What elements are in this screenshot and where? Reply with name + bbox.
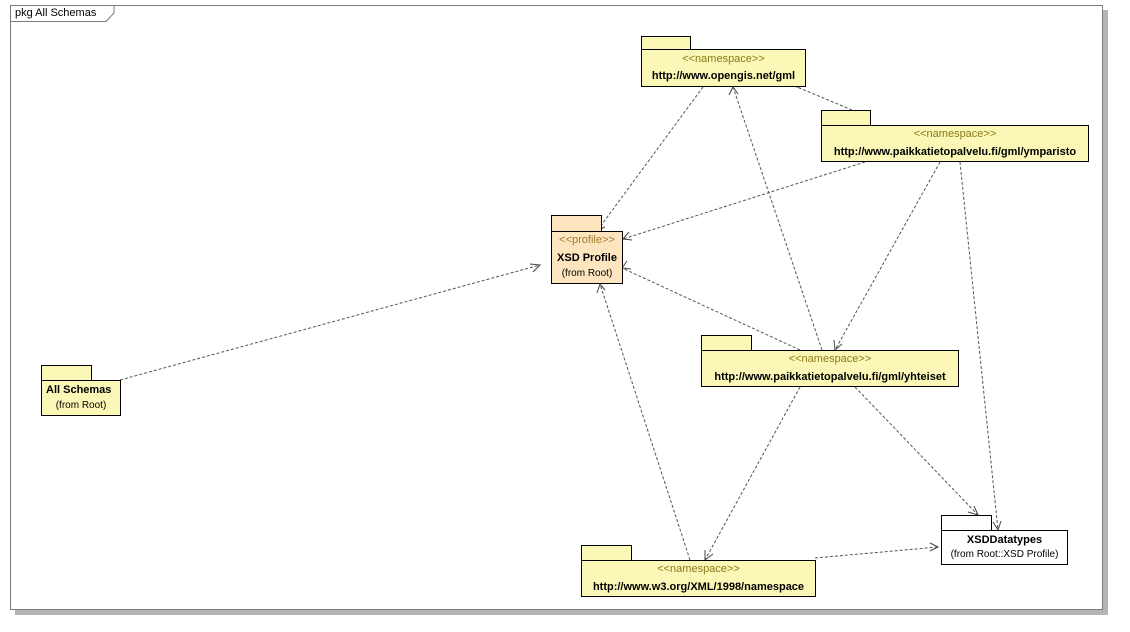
package-w3-namespace[interactable]: <<namespace>> http://www.w3.org/XML/1998…	[581, 560, 816, 597]
package-tab	[641, 36, 691, 50]
package-tab	[941, 515, 992, 531]
package-tab	[41, 365, 92, 381]
dep-w3-profile	[599, 283, 691, 561]
package-yhteiset[interactable]: <<namespace>> http://www.paikkatietopalv…	[701, 350, 959, 387]
package-name: All Schemas	[46, 384, 112, 396]
package-origin: (from Root::XSD Profile)	[950, 549, 1059, 560]
package-ymparisto[interactable]: <<namespace>> http://www.paikkatietopalv…	[821, 125, 1089, 162]
stereotype-label: <<namespace>>	[913, 128, 997, 140]
package-name: http://www.w3.org/XML/1998/namespace	[592, 581, 805, 593]
dep-w3-datatypes	[814, 546, 939, 559]
dep-yhteiset-profile	[621, 267, 801, 351]
package-all-schemas[interactable]: All Schemas (from Root)	[41, 380, 121, 416]
package-xsd-profile[interactable]: <<profile>> XSD Profile (from Root)	[551, 231, 623, 284]
package-tab	[821, 110, 871, 126]
dep-allschemas-profile	[119, 264, 541, 381]
package-tab	[581, 545, 632, 561]
package-tab	[551, 215, 602, 232]
package-tab	[701, 335, 752, 351]
dep-ymparisto-profile	[622, 161, 866, 240]
dep-yhteiset-w3	[704, 386, 801, 561]
package-name: XSD Profile	[557, 252, 617, 264]
package-gml[interactable]: <<namespace>> http://www.opengis.net/gml	[641, 49, 806, 87]
diagram-frame	[10, 5, 1103, 610]
dep-ymparisto-datatypes	[959, 161, 999, 531]
package-xsd-datatypes[interactable]: XSDDatatypes (from Root::XSD Profile)	[941, 530, 1068, 565]
package-name: http://www.paikkatietopalvelu.fi/gml/yht…	[714, 371, 946, 383]
dep-yhteiset-datatypes	[854, 386, 979, 516]
package-origin: (from Root)	[55, 400, 107, 411]
dep-gml-profile	[596, 86, 704, 232]
frame-title: pkg All Schemas	[15, 7, 97, 19]
stereotype-label: <<namespace>>	[788, 353, 872, 365]
stereotype-label: <<namespace>>	[682, 53, 765, 65]
package-name: XSDDatatypes	[966, 534, 1043, 546]
stereotype-label: <<profile>>	[559, 234, 615, 246]
dep-ymparisto-yhteiset	[834, 161, 941, 351]
dep-ymparisto-gml	[796, 86, 853, 111]
package-origin: (from Root)	[561, 268, 613, 279]
dep-yhteiset-gml	[732, 86, 823, 351]
package-name: http://www.paikkatietopalvelu.fi/gml/ymp…	[833, 146, 1077, 158]
package-name: http://www.opengis.net/gml	[651, 70, 796, 82]
stereotype-label: <<namespace>>	[657, 563, 740, 575]
frame-tab	[10, 5, 115, 22]
